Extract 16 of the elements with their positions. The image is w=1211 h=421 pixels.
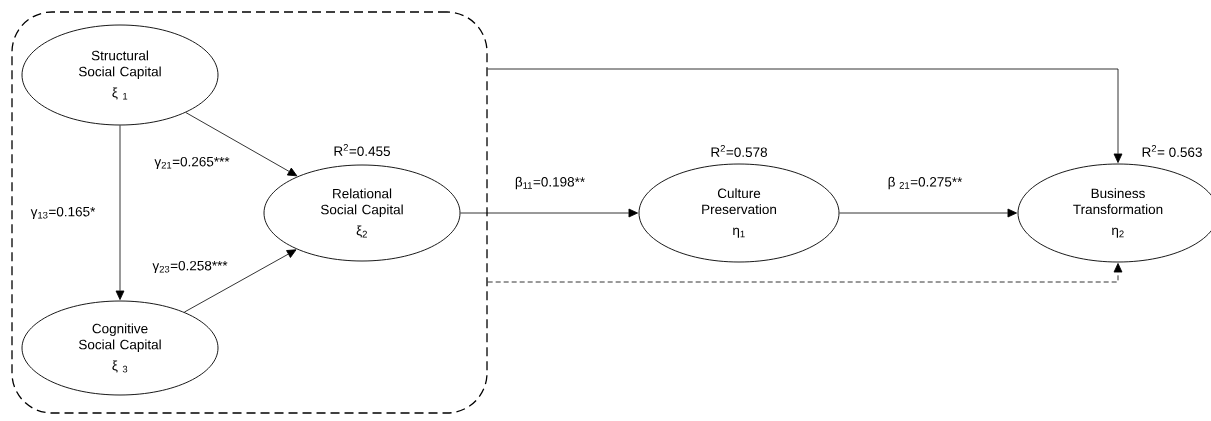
r-squared-label: R$^{2}$= 0.563 bbox=[1142, 145, 1202, 157]
arrow bbox=[839, 208, 1017, 218]
arrow bbox=[487, 263, 1123, 283]
edge-label: γ$_{23}$=0.258*** bbox=[151, 259, 229, 275]
arrow bbox=[487, 68, 1123, 163]
r-squared-label: R$^{2}$=0.455 bbox=[334, 144, 391, 156]
edge-label: β $_{21}$=0.275** bbox=[886, 175, 964, 191]
arrow bbox=[183, 249, 297, 313]
r-squared-label: R$^{2}$=0.578 bbox=[711, 145, 767, 157]
edge-label: γ$_{13}$=0.165* bbox=[29, 205, 97, 221]
arrow bbox=[460, 208, 638, 218]
arrow bbox=[185, 112, 298, 177]
dashed-group-box bbox=[11, 11, 488, 414]
edge-label: β$_{11}$=0.198** bbox=[513, 175, 587, 191]
edge-label: γ$_{21}$=0.265*** bbox=[153, 155, 231, 171]
arrow bbox=[115, 125, 125, 300]
